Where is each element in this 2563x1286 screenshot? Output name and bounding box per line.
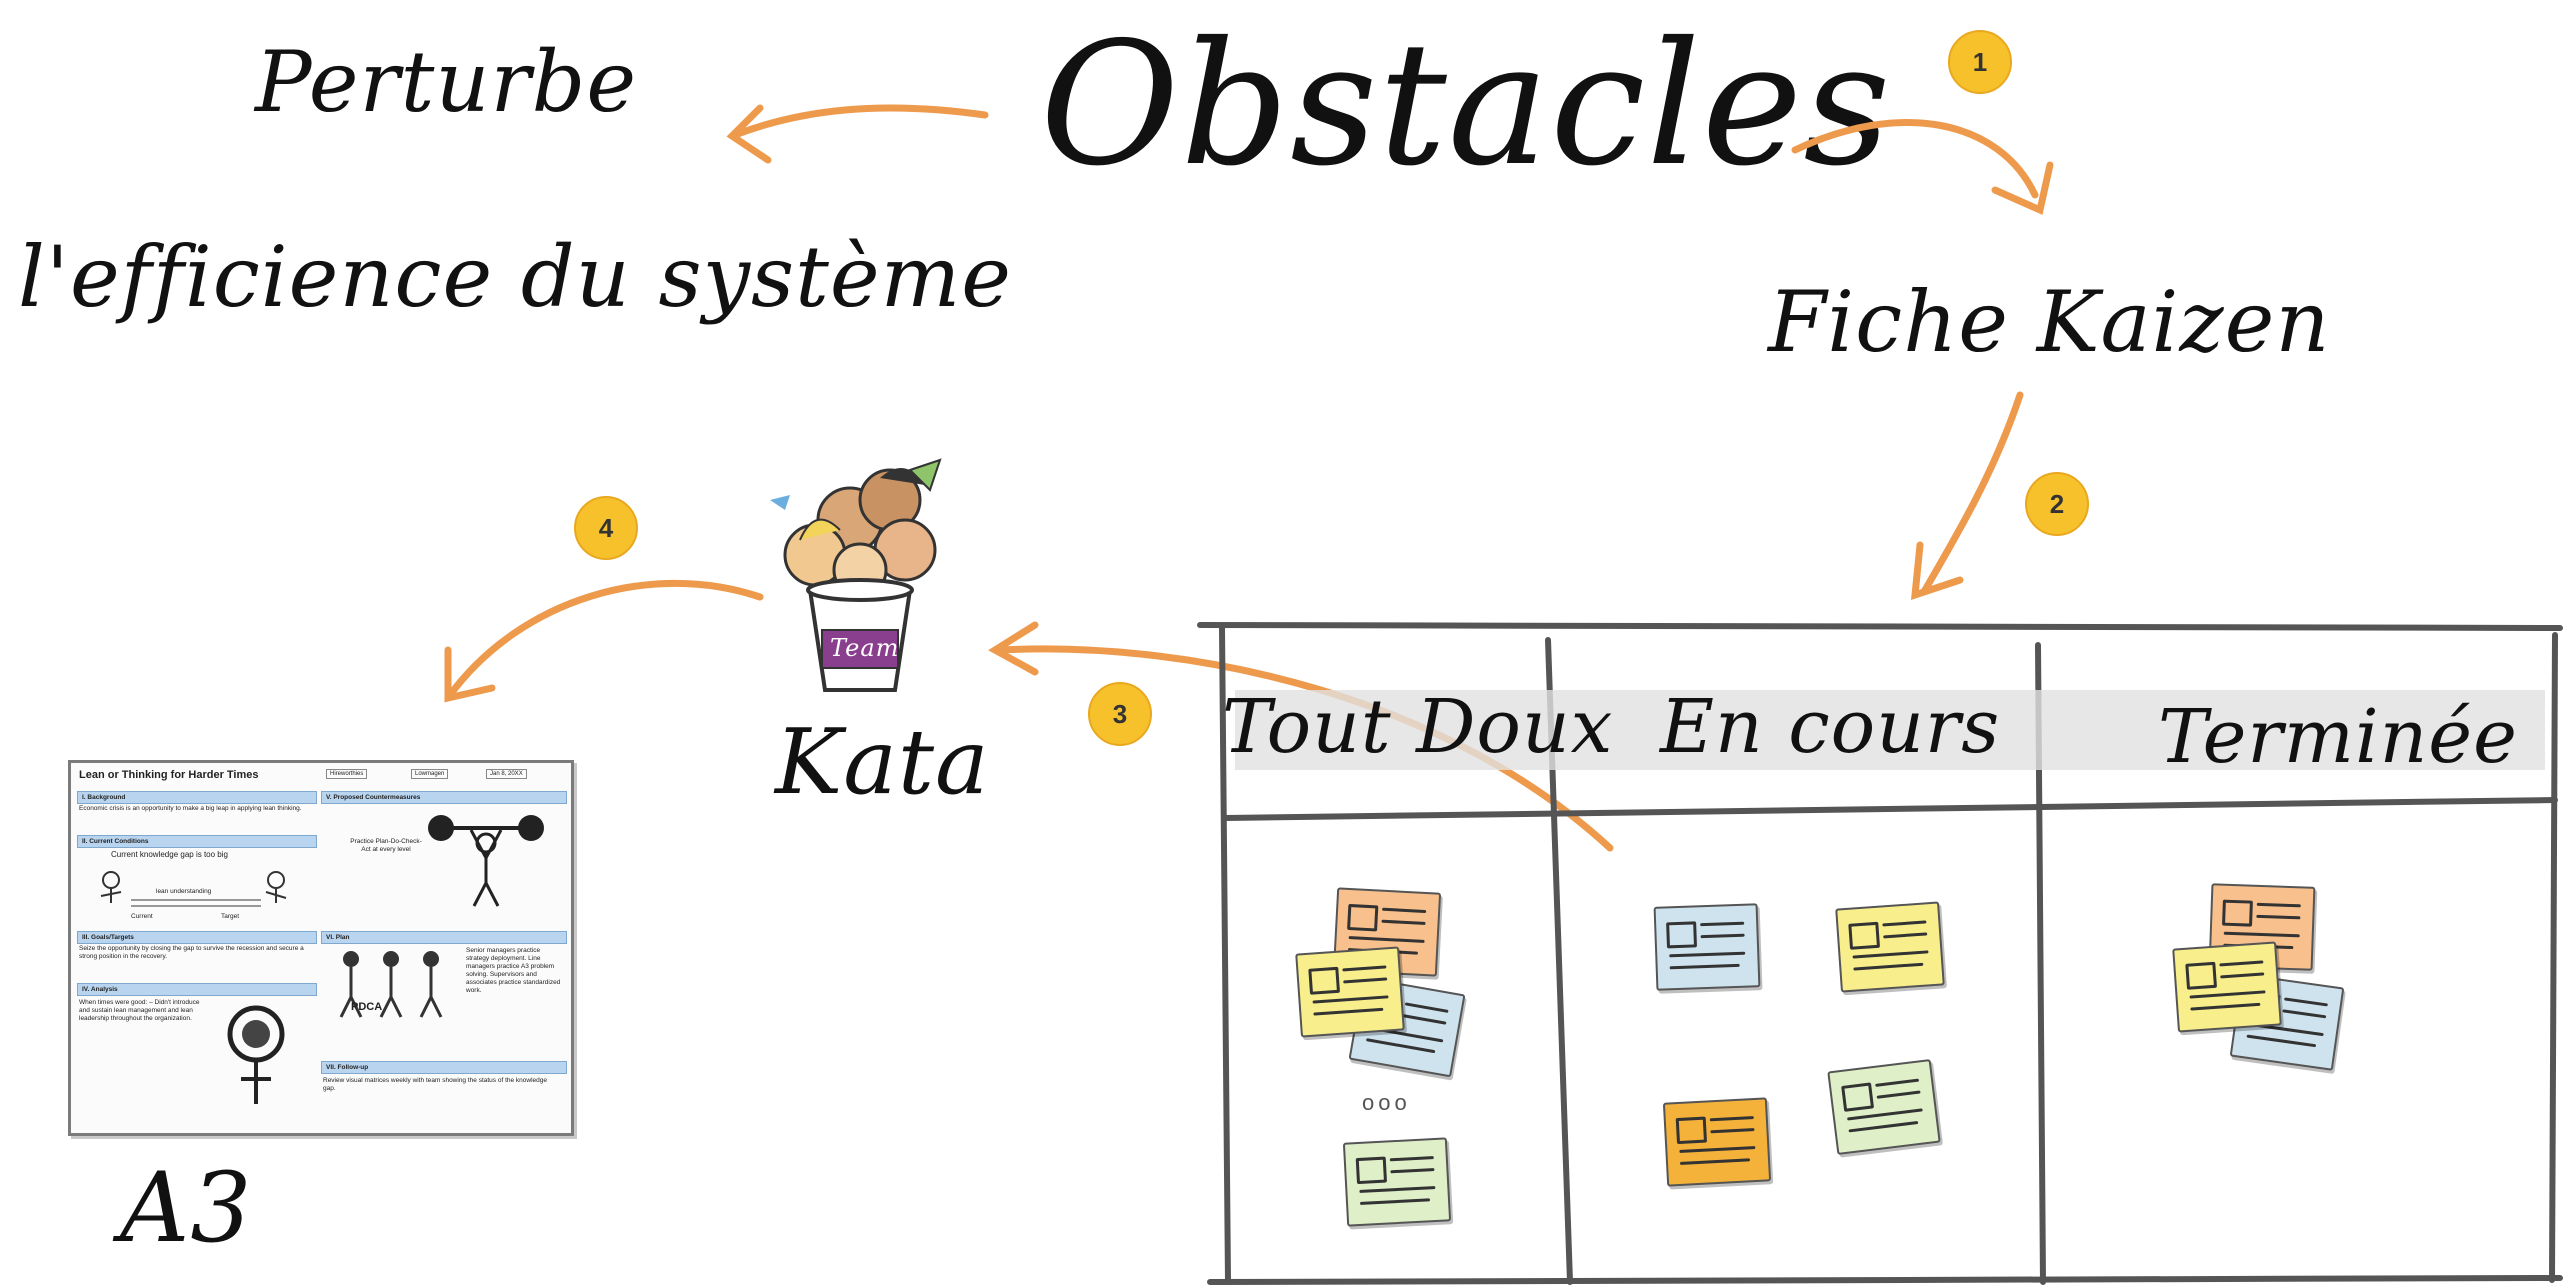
a3-sec-current: II. Current Conditions [77,835,317,848]
bucket-label-team: Team [830,634,900,662]
board-column-done: Terminée [2158,694,2518,780]
a3-meta-date: Jan 8, 20XX [486,769,527,779]
todo-ellipsis: ooo [1362,1090,1411,1115]
note-inprogress-green [1827,1058,1941,1156]
arrowhead-perturbe [726,104,772,164]
team-faces [770,458,942,598]
a3-current-word: Current [131,913,153,920]
note-inprogress-yellow [1835,901,1945,993]
a3-background-text: Economic crisis is an opportunity to mak… [79,805,302,812]
a3-sec-background: I. Background [77,791,317,804]
a3-goals-text: Seize the opportunity by closing the gap… [79,945,304,960]
a3-sec-followup: VII. Follow-up [321,1061,567,1074]
note-inprogress-blue [1653,903,1761,991]
a3-analysis-text: When times were good: – Didn't introduce… [79,999,200,1022]
note-done-yellow [2172,941,2282,1033]
arrowhead-fiche [1991,161,2054,215]
arrowhead-kata [988,621,1039,676]
note-todo-green [1342,1137,1452,1227]
a3-report-document: Lean or Thinking for Harder Times Hirewo… [68,760,574,1136]
board-top-line [1197,622,2563,631]
a3-plan-text: Senior managers practice strategy deploy… [466,947,561,994]
label-efficience: l'efficience du système [18,228,1012,326]
badge-3: 3 [1088,682,1152,746]
a3-gap-figure [100,871,287,907]
a3-pdca-label: PDCA [351,1001,383,1013]
bucket [806,578,914,692]
board-header-band [1235,690,2545,770]
magnifier-person-icon [227,1005,285,1104]
badge-4: 4 [574,496,638,560]
arrow-obstacles-to-perturbe [731,104,989,139]
arrow-obstacles-to-fiche [1791,119,2039,199]
arrow-board-to-kata [996,645,1614,852]
note-inprogress-gold [1662,1097,1772,1187]
badge-1: 1 [1948,30,2012,94]
a3-current-text: Current knowledge gap is too big [111,850,228,859]
a3-meta-owner: Lowmagen [411,769,449,779]
a3-sec-proposed: V. Proposed Countermeasures [321,791,567,804]
board-left-line [1219,625,1231,1285]
arrowhead-a3 [444,646,496,703]
arrow-kata-to-a3 [446,579,764,699]
arrow-fiche-to-board [1921,391,2024,594]
title-obstacles: Obstacles [1040,6,1892,204]
a3-sec-plan: VI. Plan [321,931,567,944]
board-column-in-progress: En cours [1660,684,2001,770]
board-bottom-line [1207,1275,2563,1285]
note-todo-yellow [1295,946,1405,1038]
a3-target-word: Target [221,913,240,920]
weightlifter-icon [428,815,544,907]
board-right-line [2549,632,2558,1283]
label-fiche-kaizen: Fiche Kaizen [1768,273,2331,371]
board-column-todo: Tout Doux [1222,684,1614,770]
board-header-line [1222,797,2558,821]
a3-gap-label: lean understanding [156,888,212,895]
label-perturbe: Perturbe [255,33,638,131]
a3-sec-analysis: IV. Analysis [77,983,317,996]
label-a3: A3 [120,1152,253,1264]
arrowhead-board [1910,541,1964,601]
a3-followup-text: Review visual matrices weekly with team … [323,1077,547,1092]
team-pdca-figures [339,951,443,1018]
badge-2: 2 [2025,472,2089,536]
a3-sec-goals: III. Goals/Targets [77,931,317,944]
a3-doc-title: Lean or Thinking for Harder Times [79,769,259,781]
a3-proposed-text: Practice Plan-Do-Check-Act at every leve… [350,838,422,853]
label-kata: Kata [775,710,990,815]
a3-meta-author: Hireworthies [326,769,368,779]
